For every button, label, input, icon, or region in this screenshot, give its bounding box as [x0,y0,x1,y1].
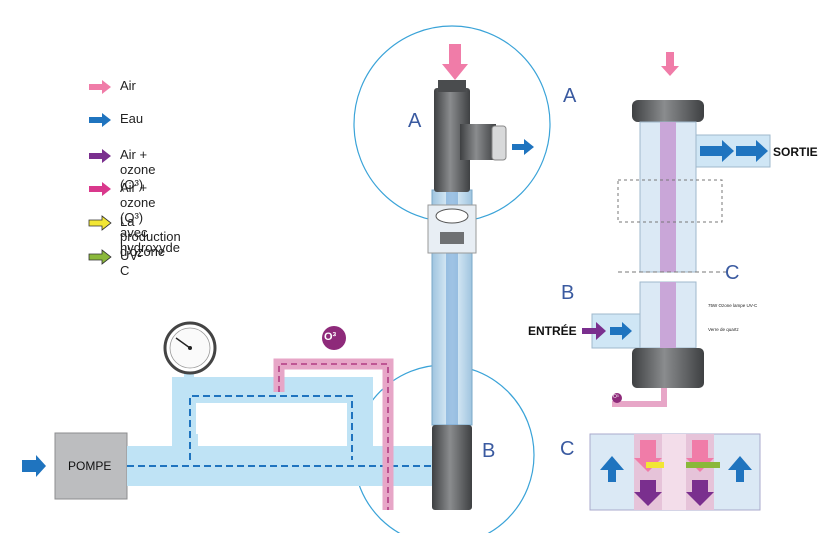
yellow-arrow-icon [88,215,112,231]
detail-top-cap [632,100,704,122]
inlet-label: ENTRÉE [528,324,577,338]
legend-item-air: Air [88,78,136,95]
ozone-badge [322,326,346,350]
legend-label: UV-C [120,248,142,278]
label-c-right: C [725,262,740,284]
legend-label: Eau [120,111,144,126]
purple-arrow-icon [89,149,111,163]
pump-label: POMPE [68,459,112,473]
water-inlet-arrow [22,455,46,477]
label-b-right: B [561,282,575,304]
label-a-left: A [408,110,422,132]
legend-label: Air + ozone (O³)avec hydroxyde [120,180,180,255]
outlet-label: SORTIE [773,145,818,159]
water-outlet-arrow [512,139,534,155]
legend-item-eau: Eau [88,111,143,128]
reactor-top-housing [434,88,470,192]
legend-label: La production d'ozone [120,214,181,259]
legend-item-uvc: UV-C [88,248,142,278]
ozone-small-text: O³ [613,394,619,400]
legend-label: Air + ozone (O³) [120,147,156,192]
pump-box [54,432,128,500]
legend-label: Air [120,78,136,93]
air-inlet-arrow [442,44,468,80]
magenta-arrow-icon [89,182,111,196]
green-arrow-icon [88,249,112,265]
ozone-badge-text: O³ [324,331,337,343]
lamp-label: 75W Ozone lampe UV-C [708,303,758,308]
legend-item-ozone-production: La production d'ozone [88,214,181,259]
blue-arrow-icon [89,113,111,127]
pink-arrow-icon [89,80,111,94]
legend-item-air-ozone: Air + ozone (O³) [88,147,155,192]
quartz-label: Verre de quartz [708,327,739,332]
legend-item-air-ozone-hydroxyde: Air + ozone (O³)avec hydroxyde [88,180,180,255]
label-a-right: A [563,85,577,107]
reactor-bottom-housing [432,425,472,510]
label-c-bottom: C [560,438,575,460]
label-b-main: B [482,440,496,462]
detail-bottom-cap [632,348,704,388]
